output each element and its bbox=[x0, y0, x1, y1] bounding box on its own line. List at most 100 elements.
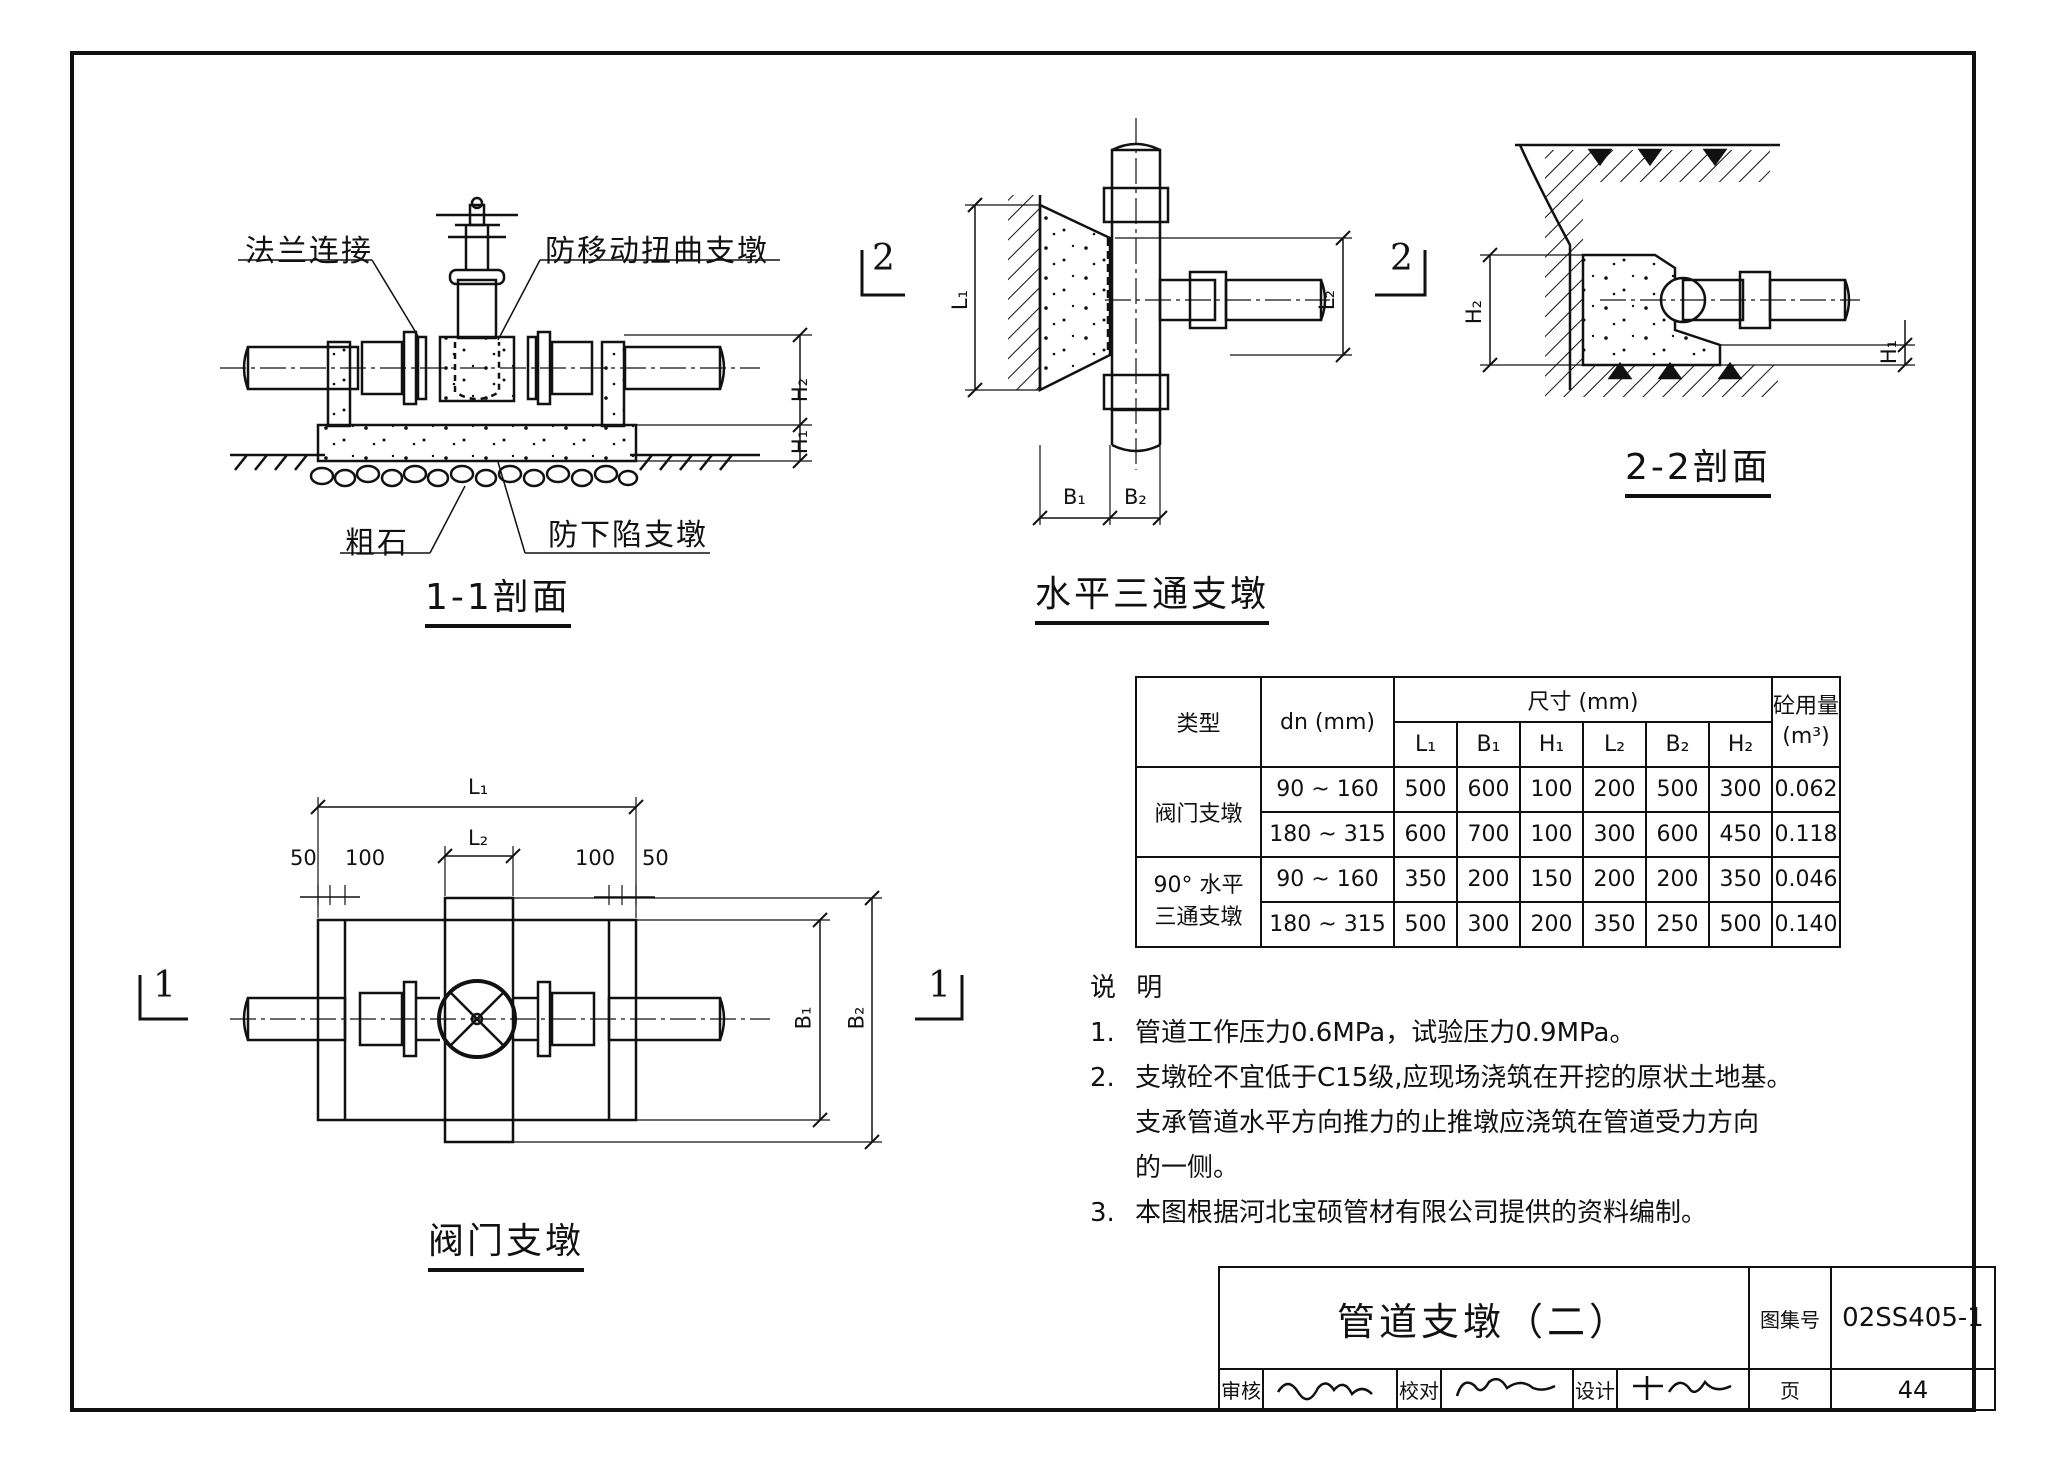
cell: 100 bbox=[1519, 766, 1584, 813]
cell: 200 bbox=[1519, 901, 1584, 948]
th-concrete-2: (m³) bbox=[1782, 724, 1830, 749]
notes-heading: 说 明 bbox=[1090, 973, 1169, 1003]
note-text: 支承管道水平方向推力的止推墩应浇筑在管道受力方向 bbox=[1135, 1108, 1760, 1138]
l1-dim-label-tee: L₁ bbox=[948, 289, 973, 311]
section-2-2-drawing bbox=[1480, 143, 1915, 397]
page-label: 页 bbox=[1748, 1368, 1832, 1411]
note-item: 2. 支墩砼不宜低于C15级,应现场浇筑在开挖的原状土地基。 支承管道水平方向推… bbox=[1090, 1056, 1793, 1191]
tee-support-title: 水平三通支墩 bbox=[1035, 565, 1270, 625]
check-signature-image bbox=[1455, 1377, 1556, 1397]
b1-dim-label-plan: B₁ bbox=[791, 1006, 816, 1030]
cell: 200 bbox=[1582, 856, 1647, 903]
th-concrete: 砼用量 (m³) bbox=[1771, 676, 1841, 768]
cell: 100 bbox=[1519, 811, 1584, 858]
note-number: 3. bbox=[1090, 1198, 1115, 1228]
anti-sink-support-label: 防下陷支墩 bbox=[548, 518, 708, 553]
design-label: 设计 bbox=[1572, 1368, 1618, 1411]
section-1-1-drawing bbox=[220, 196, 812, 554]
cell: 600 bbox=[1393, 811, 1458, 858]
cell: 300 bbox=[1582, 811, 1647, 858]
note-number: 2. bbox=[1090, 1063, 1115, 1093]
review-label: 审核 bbox=[1218, 1368, 1264, 1411]
page-number: 44 bbox=[1830, 1368, 1996, 1411]
l1-dim-label-plan: L₁ bbox=[468, 775, 489, 799]
note-text: 本图根据河北宝硕管材有限公司提供的资料编制。 bbox=[1135, 1198, 1708, 1228]
cell-concrete: 0.062 bbox=[1771, 766, 1841, 813]
section-1-1-title: 1-1剖面 bbox=[425, 568, 571, 628]
table-row: 180 ~ 315 500 300 200 350 250 500 0.140 bbox=[1136, 901, 1841, 948]
row-type-tee-line2: 三通支墩 bbox=[1154, 905, 1243, 930]
cell: 600 bbox=[1456, 766, 1521, 813]
cell: 500 bbox=[1645, 766, 1710, 813]
cell-concrete: 0.118 bbox=[1771, 811, 1841, 858]
dim-100-right: 100 bbox=[575, 846, 616, 870]
cell-concrete: 0.140 bbox=[1771, 901, 1841, 948]
th-col: B₁ bbox=[1456, 721, 1521, 768]
th-col: H₁ bbox=[1519, 721, 1584, 768]
coarse-stone-fill bbox=[309, 464, 639, 488]
cell: 350 bbox=[1582, 901, 1647, 948]
cell-dn: 90 ~ 160 bbox=[1260, 856, 1395, 903]
b2-dim-label-plan: B₂ bbox=[844, 1006, 869, 1030]
cell: 300 bbox=[1708, 766, 1773, 813]
cell-dn: 90 ~ 160 bbox=[1260, 766, 1395, 813]
anti-twist-support-label: 防移动扭曲支墩 bbox=[545, 234, 769, 269]
section-2-2-title: 2-2剖面 bbox=[1625, 438, 1771, 498]
note-text: 管道工作压力0.6MPa，试验压力0.9MPa。 bbox=[1135, 1018, 1636, 1048]
cell: 350 bbox=[1393, 856, 1458, 903]
dim-50-right: 50 bbox=[642, 846, 669, 870]
note-text-block: 支墩砼不宜低于C15级,应现场浇筑在开挖的原状土地基。 支承管道水平方向推力的止… bbox=[1135, 1056, 1793, 1191]
cell: 500 bbox=[1393, 901, 1458, 948]
coarse-stone-label: 粗石 bbox=[345, 526, 409, 561]
row-type-tee-line1: 90° 水平 bbox=[1153, 873, 1244, 898]
review-signature-image bbox=[1276, 1382, 1373, 1401]
cell: 450 bbox=[1708, 811, 1773, 858]
dim-100-left: 100 bbox=[345, 846, 386, 870]
note-item: 1. 管道工作压力0.6MPa，试验压力0.9MPa。 bbox=[1090, 1011, 1793, 1056]
th-concrete-1: 砼用量 bbox=[1773, 694, 1840, 719]
section-mark-1-right: 1 bbox=[928, 965, 951, 1006]
section-mark-2-left: 2 bbox=[872, 238, 895, 279]
th-col: B₂ bbox=[1645, 721, 1710, 768]
cell: 350 bbox=[1708, 856, 1773, 903]
note-text: 支墩砼不宜低于C15级,应现场浇筑在开挖的原状土地基。 bbox=[1135, 1063, 1793, 1093]
valve-support-title: 阀门支墩 bbox=[428, 1212, 585, 1272]
cell-dn: 180 ~ 315 bbox=[1260, 901, 1395, 948]
check-signature bbox=[1440, 1368, 1574, 1411]
th-size: 尺寸 (mm) bbox=[1393, 676, 1773, 723]
cell-dn: 180 ~ 315 bbox=[1260, 811, 1395, 858]
section-mark-1-left: 1 bbox=[153, 965, 176, 1006]
cell: 150 bbox=[1519, 856, 1584, 903]
h2-dim-label-s2: H₂ bbox=[1462, 299, 1487, 325]
valve-support-plan-drawing bbox=[138, 797, 964, 1150]
h2-dim-label-s1: H₂ bbox=[788, 377, 813, 403]
l2-dim-label-plan: L₂ bbox=[468, 826, 489, 850]
table-row: 180 ~ 315 600 700 100 300 600 450 0.118 bbox=[1136, 811, 1841, 858]
cell-concrete: 0.046 bbox=[1771, 856, 1841, 903]
cell: 200 bbox=[1456, 856, 1521, 903]
design-signature bbox=[1616, 1368, 1750, 1411]
b2-dim-label-tee: B₂ bbox=[1124, 485, 1147, 509]
th-col: L₁ bbox=[1393, 721, 1458, 768]
dimension-table: 类型 dn (mm) 尺寸 (mm) 砼用量 (m³) L₁ B₁ H₁ L₂ … bbox=[1135, 676, 1841, 948]
th-dn: dn (mm) bbox=[1260, 676, 1395, 768]
title-block: 管道支墩（二） 图集号 02SS405-1 审核 校对 设计 页 44 bbox=[1218, 1266, 1996, 1411]
drawing-title: 管道支墩（二） bbox=[1218, 1266, 1750, 1370]
h1-dim-label-s1: H₁ bbox=[788, 429, 813, 455]
dim-50-left: 50 bbox=[290, 846, 317, 870]
notes-block: 说 明 1. 管道工作压力0.6MPa，试验压力0.9MPa。 2. 支墩砼不宜… bbox=[1090, 966, 1793, 1236]
tee-support-drawing bbox=[860, 118, 1427, 526]
l2-dim-label-tee: L₂ bbox=[1315, 289, 1340, 311]
flange-connection-label: 法兰连接 bbox=[245, 234, 373, 269]
cell: 600 bbox=[1645, 811, 1710, 858]
row-type-valve: 阀门支墩 bbox=[1135, 766, 1262, 858]
review-signature bbox=[1262, 1368, 1398, 1411]
check-label: 校对 bbox=[1396, 1368, 1442, 1411]
atlas-label: 图集号 bbox=[1748, 1266, 1832, 1370]
th-type: 类型 bbox=[1135, 676, 1262, 768]
cell: 300 bbox=[1456, 901, 1521, 948]
atlas-number: 02SS405-1 bbox=[1830, 1266, 1996, 1370]
th-col: L₂ bbox=[1582, 721, 1647, 768]
th-col: H₂ bbox=[1708, 721, 1773, 768]
